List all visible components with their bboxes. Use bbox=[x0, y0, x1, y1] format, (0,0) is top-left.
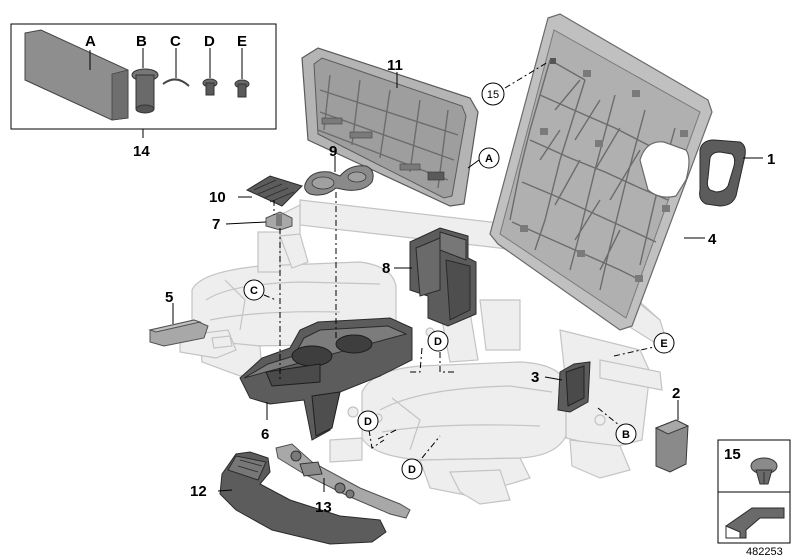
callout-9: 9 bbox=[329, 143, 337, 160]
circled-letter-d-top: D bbox=[434, 336, 442, 348]
callout-5: 5 bbox=[165, 289, 173, 306]
part-4-seat-back-panel bbox=[489, 13, 713, 331]
legend-box: A B C D E 14 bbox=[10, 23, 277, 160]
callout-1: 1 bbox=[767, 151, 775, 168]
legend-part-b-bolt bbox=[131, 48, 159, 114]
push-clip-icon bbox=[750, 457, 778, 485]
callout-13: 13 bbox=[315, 499, 332, 516]
callout-10: 10 bbox=[209, 189, 226, 206]
part-8-center-bracket bbox=[409, 227, 477, 327]
callout-2: 2 bbox=[672, 385, 680, 402]
legend-letter-c: C bbox=[170, 33, 181, 50]
circled-letter-b: B bbox=[622, 429, 630, 441]
legend-letter-d: D bbox=[204, 33, 215, 50]
legend-letter-a: A bbox=[85, 33, 96, 50]
part-11-back-cover-panel bbox=[301, 47, 479, 207]
legend-part-d-screw bbox=[202, 48, 218, 96]
part-7-clip bbox=[265, 211, 293, 231]
callout-12: 12 bbox=[190, 483, 207, 500]
callout-7: 7 bbox=[212, 216, 220, 233]
number-callouts: 1 2 3 4 5 6 7 8 9 10 11 12 13 bbox=[165, 57, 775, 516]
inset-box: 15 bbox=[717, 439, 791, 544]
part-1-trim-bezel bbox=[699, 139, 746, 207]
leader-lines bbox=[172, 72, 763, 492]
callout-4: 4 bbox=[708, 231, 717, 248]
part-3-panel bbox=[557, 361, 591, 413]
diagram-id: 482253 bbox=[746, 546, 783, 558]
part-13-mechanism bbox=[275, 443, 411, 519]
assembly-arrow-icon bbox=[725, 507, 785, 539]
part-9-cupholder-insert bbox=[304, 165, 374, 196]
part-6-console bbox=[239, 317, 413, 441]
circled-labels: 15 A C D D D E B bbox=[243, 82, 675, 480]
part-12-front-trim bbox=[219, 451, 387, 545]
legend-part-c-clip bbox=[162, 48, 190, 87]
inset-number-15: 15 bbox=[724, 446, 741, 463]
callout-3: 3 bbox=[531, 369, 539, 386]
legend-part-e-screw bbox=[234, 48, 250, 98]
circled-letter-c: C bbox=[250, 285, 258, 297]
part-2-end-cap bbox=[654, 419, 690, 473]
circled-letter-d-bottom: D bbox=[408, 464, 416, 476]
legend-letter-b: B bbox=[136, 33, 147, 50]
part-10-mat bbox=[245, 175, 303, 207]
circled-letter-a: A bbox=[485, 153, 493, 165]
circled-ref-15: 15 bbox=[487, 89, 499, 101]
legend-group-number: 14 bbox=[133, 143, 150, 160]
assembly-dash-lines bbox=[263, 61, 664, 459]
callout-11: 11 bbox=[387, 57, 403, 74]
circled-letter-d-left: D bbox=[364, 416, 372, 428]
circled-letter-e: E bbox=[660, 338, 667, 350]
callout-8: 8 bbox=[382, 260, 390, 277]
part-5-side-cover bbox=[148, 319, 209, 347]
callout-6: 6 bbox=[261, 426, 269, 443]
legend-letter-e: E bbox=[237, 33, 247, 50]
legend-part-a-pad bbox=[24, 29, 129, 121]
